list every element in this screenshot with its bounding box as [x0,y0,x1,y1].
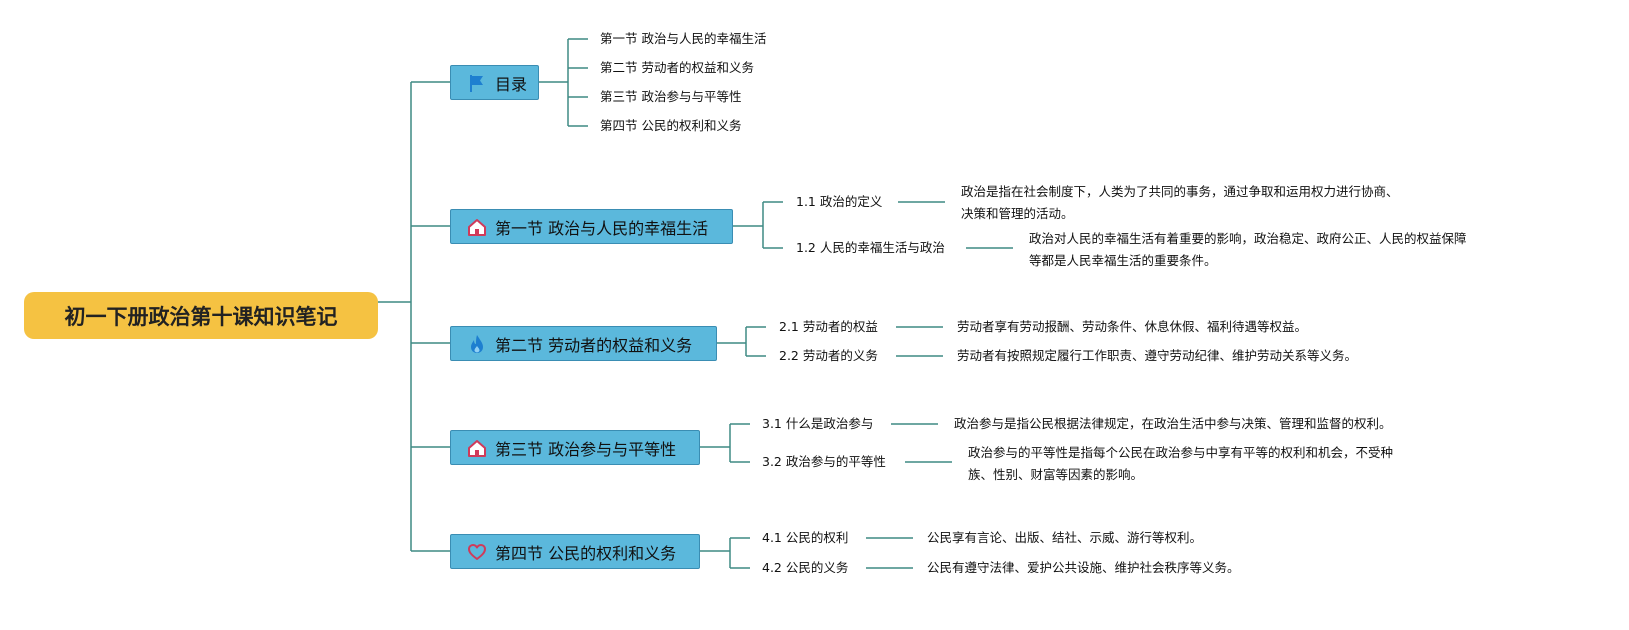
topic-1-1[interactable]: 1.1 政治的定义 [796,194,883,209]
section-3-node[interactable]: 第三节 政治参与与平等性 [450,430,700,465]
topic-3-2[interactable]: 3.2 政治参与的平等性 [762,454,886,469]
section-2-label: 第二节 劳动者的权益和义务 [495,335,693,355]
toc-item-4[interactable]: 第四节 公民的权利和义务 [600,118,742,133]
topic-2-1[interactable]: 2.1 劳动者的权益 [779,319,878,334]
topic-3-1-desc: 政治参与是指公民根据法律规定，在政治生活中参与决策、管理和监督的权利。 [954,416,1392,431]
topic-4-1[interactable]: 4.1 公民的权利 [762,530,849,545]
topic-2-1-desc: 劳动者享有劳动报酬、劳动条件、休息休假、福利待遇等权益。 [957,319,1308,334]
flag-icon [467,73,487,93]
section-4-label: 第四节 公民的权利和义务 [495,543,677,563]
toc-label: 目录 [495,74,528,94]
topic-2-2-desc: 劳动者有按照规定履行工作职责、遵守劳动纪律、维护劳动关系等义务。 [957,348,1358,363]
topic-2-2[interactable]: 2.2 劳动者的义务 [779,348,878,363]
section-3-label: 第三节 政治参与与平等性 [495,439,677,459]
topic-4-2[interactable]: 4.2 公民的义务 [762,560,849,575]
topic-3-1[interactable]: 3.1 什么是政治参与 [762,416,874,431]
heart-icon [467,542,487,562]
home-icon [467,438,487,458]
section-1-node[interactable]: 第一节 政治与人民的幸福生活 [450,209,733,244]
root-topic[interactable]: 初一下册政治第十课知识笔记 [24,292,378,339]
toc-item-1[interactable]: 第一节 政治与人民的幸福生活 [600,31,767,46]
flame-icon [467,334,487,354]
topic-1-1-desc: 政治是指在社会制度下，人类为了共同的事务，通过争取和运用权力进行协商、 决策和管… [961,184,1399,221]
toc-item-3[interactable]: 第三节 政治参与与平等性 [600,89,742,104]
toc-node[interactable]: 目录 [450,65,539,100]
topic-3-2-desc: 政治参与的平等性是指每个公民在政治参与中享有平等的权利和机会，不受种 族、性别、… [968,445,1394,482]
topic-4-2-desc: 公民有遵守法律、爱护公共设施、维护社会秩序等义务。 [927,560,1240,575]
section-1-label: 第一节 政治与人民的幸福生活 [495,218,709,238]
toc-item-2[interactable]: 第二节 劳动者的权益和义务 [600,60,754,75]
section-4-node[interactable]: 第四节 公民的权利和义务 [450,534,700,569]
topic-1-2[interactable]: 1.2 人民的幸福生活与政治 [796,240,945,255]
topic-1-2-desc: 政治对人民的幸福生活有着重要的影响，政治稳定、政府公正、人民的权益保障 等都是人… [1029,231,1467,268]
topic-4-1-desc: 公民享有言论、出版、结社、示威、游行等权利。 [927,530,1203,545]
home-icon [467,217,487,237]
section-2-node[interactable]: 第二节 劳动者的权益和义务 [450,326,717,361]
root-title: 初一下册政治第十课知识笔记 [64,304,338,329]
